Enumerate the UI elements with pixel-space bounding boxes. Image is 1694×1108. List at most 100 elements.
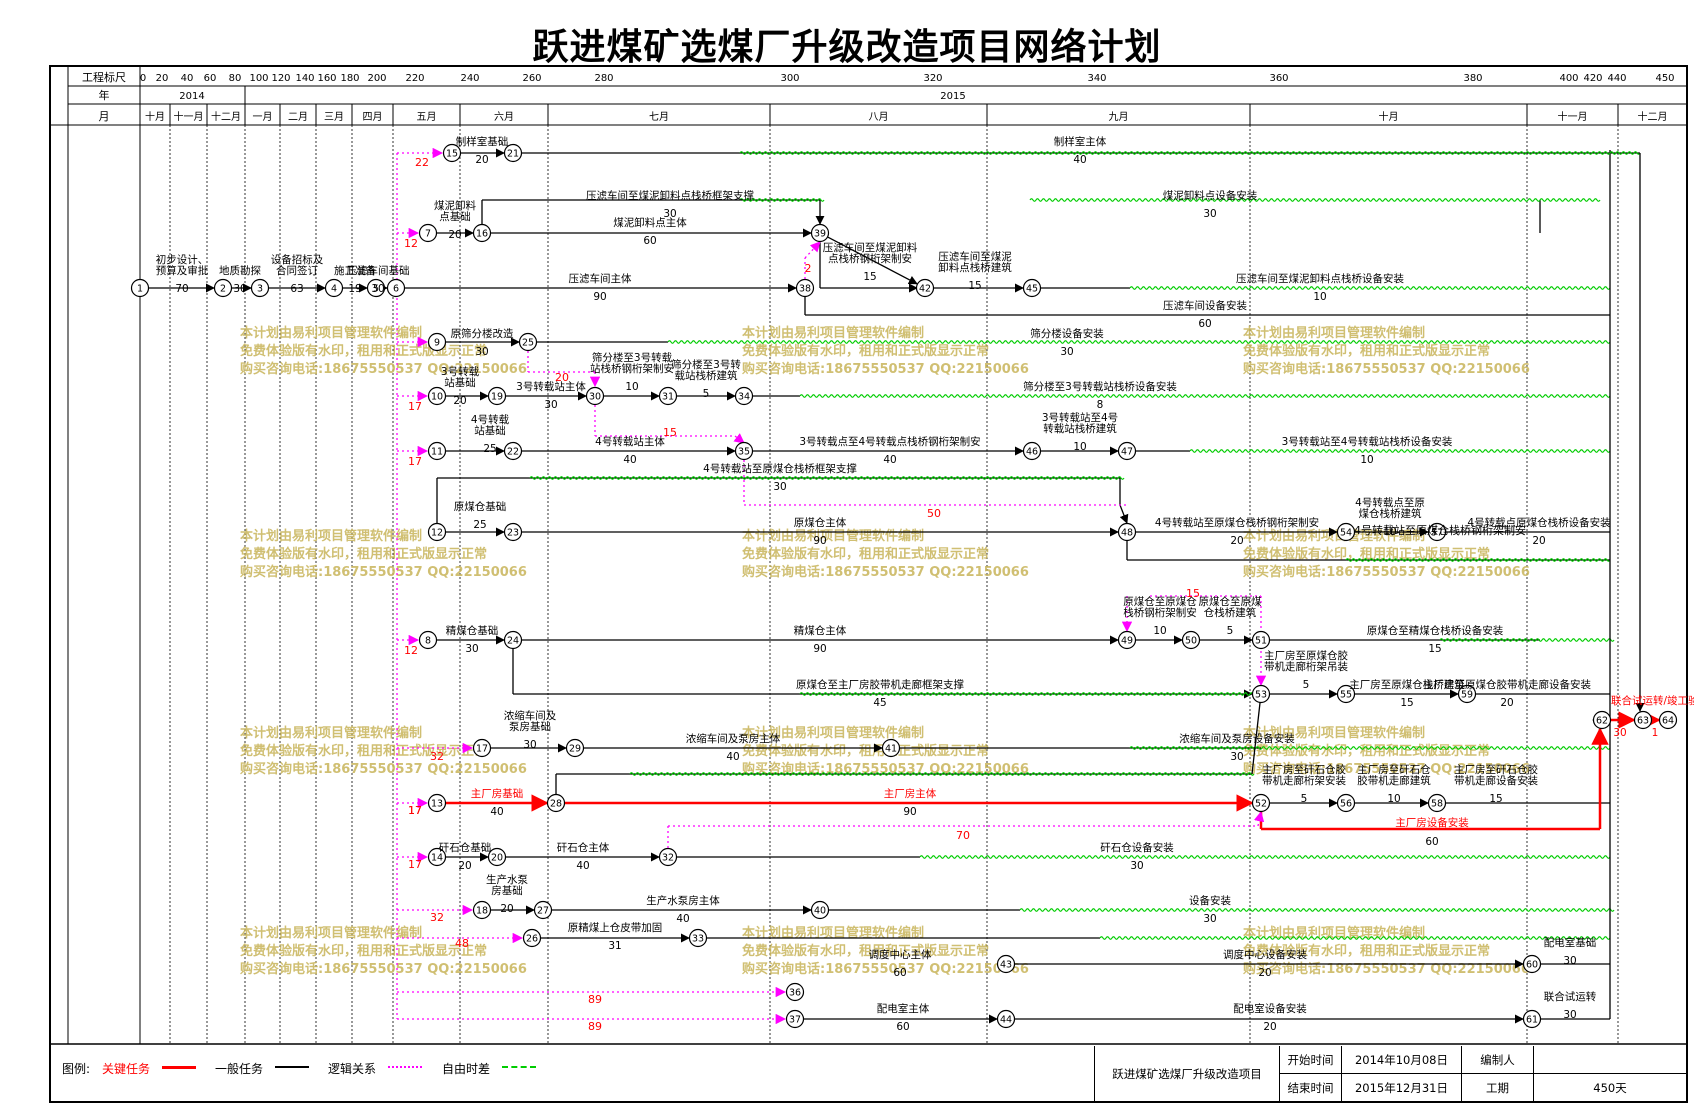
task-name: 浓缩车间及泵房设备安装	[1179, 732, 1295, 745]
node-number: 13	[431, 799, 443, 810]
task-name: 压滤车间至煤泥卸料点栈桥设备安装	[1236, 272, 1404, 285]
node-circle	[810, 900, 830, 920]
task-name: 4号转载站至原煤仓栈桥框架支撑	[703, 462, 857, 475]
task-duration: 10	[1313, 291, 1326, 303]
node-circle	[1336, 793, 1356, 813]
node-circle	[442, 143, 462, 163]
node-number: 2	[220, 284, 226, 295]
task-name: 主厂房基础	[471, 787, 524, 800]
task-name: 站基础	[444, 376, 476, 389]
node-number: 15	[446, 149, 458, 160]
scale-tick: 60	[204, 73, 217, 84]
node-18: 18	[472, 900, 492, 920]
task-duration: 60	[896, 1021, 909, 1033]
node-62: 62	[1592, 710, 1612, 730]
node-circle	[915, 278, 935, 298]
node-circle	[1427, 522, 1447, 542]
logic-link	[733, 433, 745, 444]
scale-tick: 220	[405, 73, 424, 84]
watermark: 本计划由易利项目管理软件编制	[742, 325, 924, 341]
task-name: 主厂房至矸石仓	[1357, 763, 1431, 776]
node-44: 44	[996, 1009, 1016, 1029]
node-number: 44	[1000, 1015, 1012, 1026]
task-duration: 30	[475, 346, 488, 358]
node-number: 31	[662, 392, 674, 403]
node-circle	[546, 793, 566, 813]
float-line	[1019, 908, 1615, 912]
task-duration: 40	[676, 913, 689, 925]
node-number: 37	[789, 1015, 801, 1026]
task-name: 压滤车间主体	[569, 272, 632, 285]
page-title: 跃进煤矿选煤厂升级改造项目网络计划	[532, 26, 1162, 68]
node-number: 23	[507, 528, 519, 539]
duration: 450天	[1534, 1074, 1687, 1102]
node-number: 63	[1637, 716, 1649, 727]
scale-tick: 260	[522, 73, 541, 84]
task-duration: 8	[1097, 399, 1104, 411]
scale-tick: 300	[780, 73, 799, 84]
scale-tick: 340	[1087, 73, 1106, 84]
task-duration: 15	[1400, 697, 1413, 709]
node-circle	[386, 278, 406, 298]
node-circle	[518, 332, 538, 352]
node-28: 28	[546, 793, 566, 813]
node-circle	[472, 223, 492, 243]
task-name: 3号转载站至4号转载站栈桥设备安装	[1282, 435, 1453, 448]
node-46: 46	[1022, 441, 1042, 461]
scale-tick: 400	[1559, 73, 1578, 84]
watermark: 免费体验版有水印，租用和正式版显示正常	[240, 546, 487, 562]
node-number: 17	[476, 744, 488, 755]
task-duration: 1	[1652, 727, 1659, 739]
scale-tick: 320	[923, 73, 942, 84]
node-circle	[472, 900, 492, 920]
watermark: 本计划由易利项目管理软件编制	[742, 528, 924, 544]
task-duration: 40	[576, 860, 589, 872]
task-name: 联合试运转	[1544, 990, 1597, 1003]
node-circle	[1522, 954, 1542, 974]
project-info-table: 跃进煤矿选煤厂升级改造项目 开始时间 2014年10月08日 编制人 结束时间 …	[1094, 1046, 1687, 1102]
node-number: 29	[569, 744, 581, 755]
watermark: 免费体验版有水印，租用和正式版显示正常	[1243, 743, 1490, 759]
node-circle	[810, 223, 830, 243]
legend-float-line	[502, 1066, 536, 1068]
task-name: 压滤车间至煤泥卸料点栈桥框架支撑	[586, 189, 754, 202]
node-circle	[418, 223, 438, 243]
task-name: 调度中心主体	[869, 948, 932, 961]
task-duration: 30	[1203, 208, 1216, 220]
task-name: 主厂房设备安装	[1395, 816, 1469, 829]
node-42: 42	[915, 278, 935, 298]
node-number: 4	[331, 284, 337, 295]
task-name: 煤泥卸料点设备安装	[1163, 189, 1258, 202]
node-number: 12	[431, 528, 443, 539]
task-duration: 30	[1060, 346, 1073, 358]
watermark: 免费体验版有水印，租用和正式版显示正常	[742, 343, 989, 359]
task-duration: 30	[1563, 955, 1576, 967]
node-24: 24	[503, 630, 523, 650]
task-name: 联合试运转/竣工验收	[1611, 694, 1694, 707]
node-number: 53	[1255, 690, 1267, 701]
node-number: 46	[1026, 447, 1038, 458]
task-name: 配电室设备安装	[1233, 1002, 1307, 1015]
node-circle	[1336, 684, 1356, 704]
task-name: 筛分楼至3号转载站栈桥设备安装	[1023, 380, 1177, 393]
scale-tick: 360	[1269, 73, 1288, 84]
node-41: 41	[881, 738, 901, 758]
duration-label: 工期	[1462, 1074, 1534, 1102]
node-52: 52	[1251, 793, 1271, 813]
month-value: 十月	[145, 110, 165, 123]
node-circle	[427, 441, 447, 461]
node-5: 5	[366, 278, 386, 298]
watermark: 本计划由易利项目管理软件编制	[240, 725, 422, 741]
node-number: 51	[1255, 636, 1267, 647]
node-number: 26	[526, 934, 538, 945]
node-61: 61	[1522, 1009, 1542, 1029]
task-duration: 90	[813, 643, 826, 655]
node-number: 64	[1662, 716, 1674, 727]
month-value: 五月	[417, 111, 437, 123]
node-circle	[427, 793, 447, 813]
node-number: 41	[885, 744, 897, 755]
task-name: 筛分楼至3号转载	[592, 351, 673, 364]
task-duration: 30	[1613, 727, 1626, 739]
task-name: 矸石仓设备安装	[1100, 841, 1174, 854]
task-name: 3号转载点至4号转载点栈桥钢桁架制安	[799, 435, 980, 448]
